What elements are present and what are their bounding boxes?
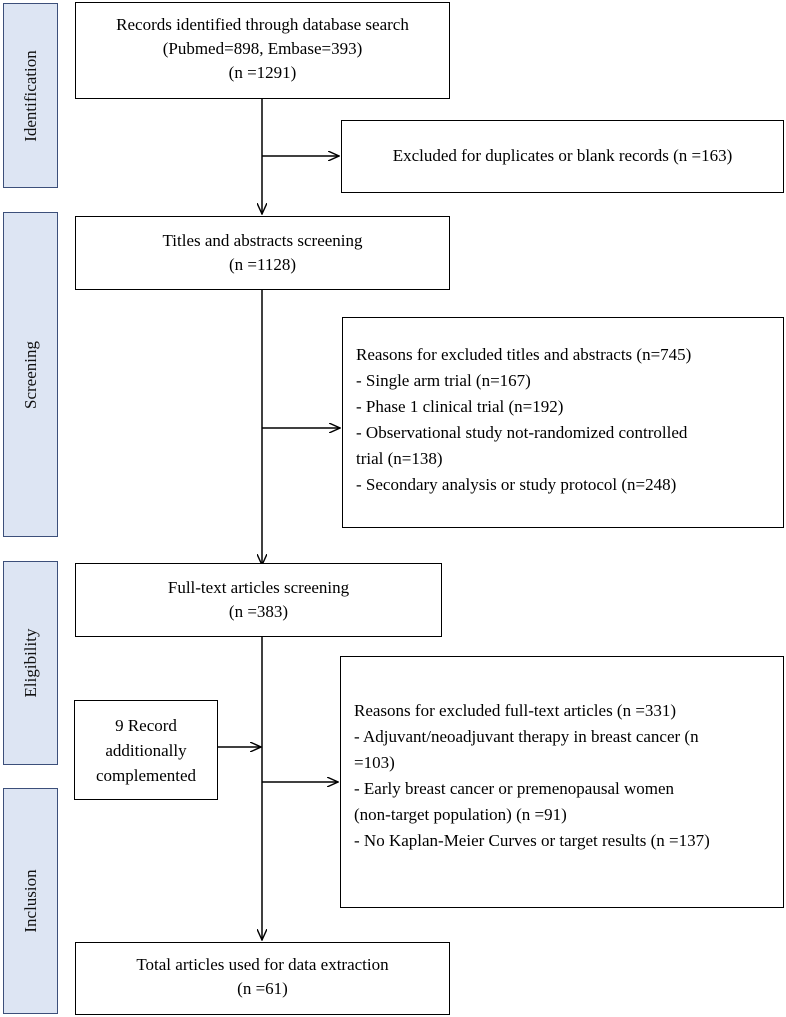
box-line: - Secondary analysis or study protocol (… bbox=[356, 475, 677, 494]
box-line: (Pubmed=898, Embase=393) bbox=[162, 39, 363, 58]
box-line: 9 Record bbox=[115, 716, 177, 735]
box-line: - Phase 1 clinical trial (n=192) bbox=[356, 397, 564, 416]
excluded-fulltext-box: Reasons for excluded full-text articles … bbox=[340, 656, 784, 908]
additional-records-box: 9 Record additionally complemented bbox=[74, 700, 218, 800]
stage-eligibility: Eligibility bbox=[3, 561, 58, 765]
box-line: (n =1128) bbox=[228, 255, 297, 274]
box-line: (n =1291) bbox=[228, 63, 297, 82]
box-line: Reasons for excluded full-text articles … bbox=[354, 701, 677, 720]
box-line: additionally bbox=[105, 741, 187, 760]
box-line: Reasons for excluded titles and abstract… bbox=[356, 345, 692, 364]
box-line: - No Kaplan-Meier Curves or target resul… bbox=[354, 831, 710, 850]
total-included-box: Total articles used for data extraction … bbox=[75, 942, 450, 1015]
box-line: - Early breast cancer or premenopausal w… bbox=[354, 779, 675, 798]
box-line: Total articles used for data extraction bbox=[136, 955, 389, 974]
box-line: =103) bbox=[354, 753, 395, 772]
stage-identification: Identification bbox=[3, 3, 58, 188]
fulltext-screening-box: Full-text articles screening (n =383) bbox=[75, 563, 442, 637]
box-line: (n =61) bbox=[237, 979, 288, 998]
box-line: (n =383) bbox=[228, 602, 289, 621]
records-identified-box: Records identified through database sear… bbox=[75, 2, 450, 99]
stage-screening: Screening bbox=[3, 212, 58, 537]
box-line: complemented bbox=[95, 766, 197, 785]
excluded-abstracts-box: Reasons for excluded titles and abstract… bbox=[342, 317, 784, 528]
box-line: - Single arm trial (n=167) bbox=[356, 371, 531, 390]
box-line: Records identified through database sear… bbox=[116, 15, 409, 34]
titles-abstracts-screening-box: Titles and abstracts screening (n =1128) bbox=[75, 216, 450, 290]
box-line: Full-text articles screening bbox=[167, 578, 350, 597]
box-line: trial (n=138) bbox=[356, 449, 443, 468]
duplicates-excluded-box: Excluded for duplicates or blank records… bbox=[341, 120, 784, 193]
box-line: Excluded for duplicates or blank records… bbox=[392, 146, 733, 165]
box-line: - Observational study not-randomized con… bbox=[356, 423, 688, 442]
box-line: (non-target population) (n =91) bbox=[354, 805, 567, 824]
stage-inclusion: Inclusion bbox=[3, 788, 58, 1014]
box-line: - Adjuvant/neoadjuvant therapy in breast… bbox=[354, 727, 699, 746]
box-line: Titles and abstracts screening bbox=[162, 231, 363, 250]
